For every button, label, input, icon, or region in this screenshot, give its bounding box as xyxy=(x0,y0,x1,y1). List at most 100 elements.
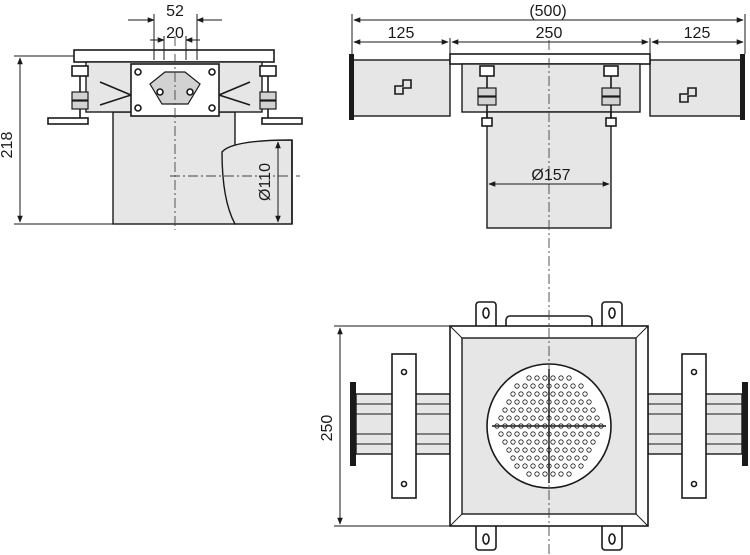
grate-hole xyxy=(502,439,508,445)
dim-front-left: 125 xyxy=(388,25,415,42)
grate-hole xyxy=(522,431,528,437)
grate-hole xyxy=(558,471,564,477)
dim-front-right: 125 xyxy=(684,25,711,42)
grate-hole xyxy=(578,431,584,437)
grate-hole xyxy=(542,391,548,397)
grate-hole xyxy=(506,431,512,437)
grate-hole xyxy=(518,407,524,413)
grate-hole xyxy=(518,439,524,445)
grate-hole xyxy=(534,391,540,397)
grate-hole xyxy=(554,463,560,469)
grate-hole xyxy=(522,383,528,389)
grate-hole xyxy=(538,463,544,469)
grate-hole xyxy=(514,415,520,421)
grate-hole xyxy=(530,383,536,389)
grate-hole xyxy=(558,375,564,381)
grate-hole xyxy=(526,439,532,445)
grate-hole xyxy=(566,375,572,381)
grate-hole xyxy=(582,407,588,413)
dim-front-center: 250 xyxy=(536,25,563,42)
grate-hole xyxy=(578,383,584,389)
grate-hole xyxy=(538,399,544,405)
grate-hole xyxy=(586,415,592,421)
grate-hole xyxy=(594,415,600,421)
grate-hole xyxy=(550,471,556,477)
grate-hole xyxy=(538,383,544,389)
grate-hole xyxy=(562,447,568,453)
grate-hole xyxy=(538,431,544,437)
side-clamp-shape xyxy=(149,71,201,105)
grate-hole xyxy=(582,439,588,445)
grate-hole xyxy=(562,463,568,469)
grate-hole xyxy=(534,407,540,413)
grate-hole xyxy=(514,431,520,437)
grate-hole xyxy=(566,391,572,397)
grate-hole xyxy=(542,439,548,445)
grate-hole xyxy=(498,431,504,437)
grate-hole xyxy=(534,455,540,461)
front-right-bolt xyxy=(601,65,621,127)
dim-front-body-diameter: Ø157 xyxy=(531,167,570,184)
dim-side-width-inner: 20 xyxy=(166,25,184,42)
grate-hole xyxy=(542,407,548,413)
plan-view: 250 xyxy=(319,292,748,555)
grate-hole xyxy=(570,399,576,405)
side-top-flange xyxy=(73,49,275,63)
grate-hole xyxy=(534,375,540,381)
grate-hole xyxy=(566,471,572,477)
grate-hole xyxy=(538,447,544,453)
grate-hole xyxy=(554,415,560,421)
grate-hole xyxy=(562,383,568,389)
side-left-bolt xyxy=(47,65,89,125)
grate-hole xyxy=(566,439,572,445)
grate-hole xyxy=(530,415,536,421)
grate-hole xyxy=(506,447,512,453)
grate-hole xyxy=(566,407,572,413)
grate-hole xyxy=(530,431,536,437)
grate-hole xyxy=(514,447,520,453)
grate-hole xyxy=(550,455,556,461)
grate-hole xyxy=(522,463,528,469)
grate-hole xyxy=(542,471,548,477)
grate-hole xyxy=(550,439,556,445)
grate-hole xyxy=(558,391,564,397)
plan-grate-holes xyxy=(494,375,604,477)
grate-hole xyxy=(586,431,592,437)
side-view: 52 20 218 Ø110 xyxy=(0,3,303,230)
grate-hole xyxy=(518,455,524,461)
grate-hole xyxy=(550,391,556,397)
grate-hole xyxy=(554,447,560,453)
grate-hole xyxy=(506,399,512,405)
grate-hole xyxy=(510,455,516,461)
grate-hole xyxy=(550,375,556,381)
grate-hole xyxy=(542,375,548,381)
grate-hole xyxy=(554,399,560,405)
grate-hole xyxy=(562,399,568,405)
grate-hole xyxy=(530,447,536,453)
grate-hole xyxy=(526,455,532,461)
grate-hole xyxy=(510,439,516,445)
grate-hole xyxy=(570,383,576,389)
grate-hole xyxy=(590,439,596,445)
dim-front-total: (500) xyxy=(529,3,566,20)
grate-hole xyxy=(526,391,532,397)
grate-hole xyxy=(526,375,532,381)
grate-hole xyxy=(574,455,580,461)
grate-hole xyxy=(510,391,516,397)
grate-hole xyxy=(570,431,576,437)
grate-hole xyxy=(570,447,576,453)
grate-hole xyxy=(594,431,600,437)
front-left-bolt xyxy=(477,65,497,127)
grate-hole xyxy=(578,399,584,405)
grate-hole xyxy=(570,415,576,421)
front-left-wing xyxy=(351,59,451,117)
grate-hole xyxy=(590,407,596,413)
grate-hole xyxy=(514,399,520,405)
grate-hole xyxy=(522,415,528,421)
grate-hole xyxy=(514,463,520,469)
grate-hole xyxy=(542,455,548,461)
grate-hole xyxy=(582,391,588,397)
grate-hole xyxy=(518,391,524,397)
grate-hole xyxy=(498,415,504,421)
